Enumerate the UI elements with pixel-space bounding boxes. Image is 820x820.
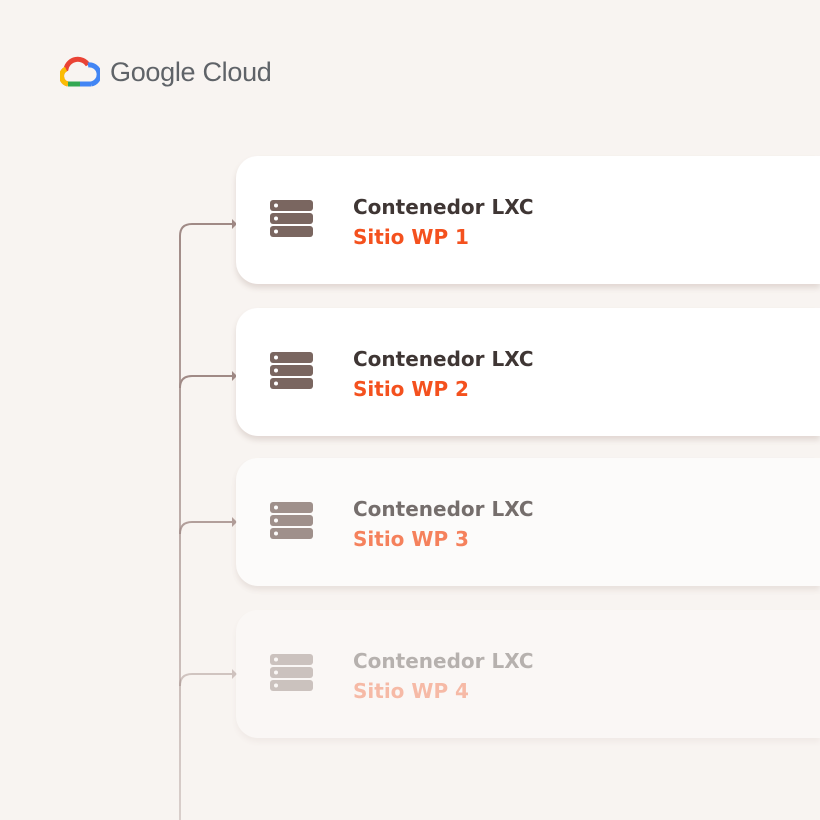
container-card: Contenedor LXC Sitio WP 4: [236, 610, 820, 738]
card-text: Contenedor LXC Sitio WP 4: [353, 646, 534, 706]
google-cloud-icon: [60, 56, 100, 87]
google-cloud-logo: Google Cloud: [60, 56, 272, 88]
card-subtitle: Sitio WP 3: [353, 527, 469, 551]
branch-line: [179, 521, 232, 535]
card-title: Contenedor LXC: [353, 649, 534, 673]
trunk-line: [179, 223, 232, 820]
arrow-marker: [232, 219, 237, 229]
server-icon: [270, 502, 313, 539]
arrow-marker: [232, 669, 237, 679]
branch-line: [179, 673, 232, 687]
container-card: Contenedor LXC Sitio WP 2: [236, 308, 820, 436]
branch-line: [179, 375, 232, 389]
arrow-marker: [232, 517, 237, 527]
card-subtitle: Sitio WP 1: [353, 225, 469, 249]
card-text: Contenedor LXC Sitio WP 1: [353, 192, 534, 252]
card-title: Contenedor LXC: [353, 347, 534, 371]
server-icon: [270, 200, 313, 237]
server-icon: [270, 654, 313, 691]
card-title: Contenedor LXC: [353, 497, 534, 521]
card-title: Contenedor LXC: [353, 195, 534, 219]
brand-name: Google Cloud: [110, 56, 272, 87]
card-subtitle: Sitio WP 2: [353, 377, 469, 401]
card-text: Contenedor LXC Sitio WP 2: [353, 344, 534, 404]
card-subtitle: Sitio WP 4: [353, 679, 469, 703]
container-card: Contenedor LXC Sitio WP 3: [236, 458, 820, 586]
arrow-marker: [232, 371, 237, 381]
card-text: Contenedor LXC Sitio WP 3: [353, 494, 534, 554]
server-icon: [270, 352, 313, 389]
container-card: Contenedor LXC Sitio WP 1: [236, 156, 820, 284]
